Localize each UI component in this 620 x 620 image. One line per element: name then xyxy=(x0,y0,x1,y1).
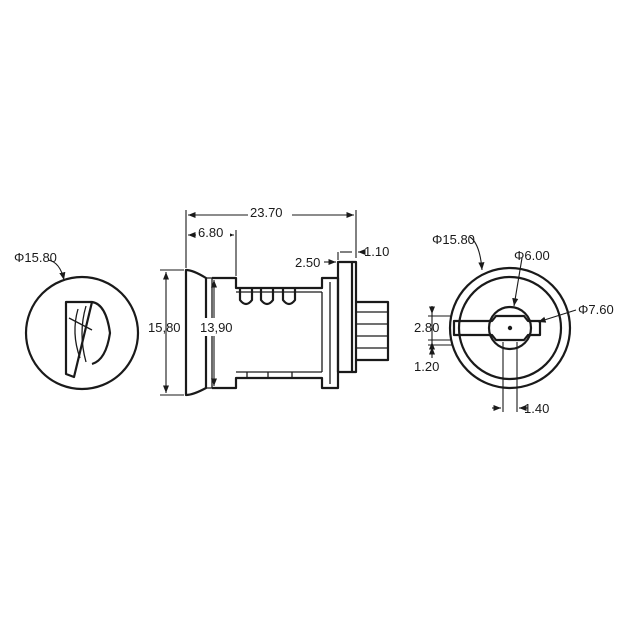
rear-outer-leader xyxy=(469,236,485,271)
rear-center-point xyxy=(507,325,513,331)
cam-plate xyxy=(352,260,358,374)
rear-inner-leader xyxy=(512,257,523,307)
slot-offset-label: 1.20 xyxy=(414,359,439,374)
front-face-circle xyxy=(24,275,140,391)
rear-outer-circle xyxy=(448,266,572,390)
flange xyxy=(336,260,354,374)
rear-inner-circle xyxy=(457,275,563,381)
side-view: 23.70 6.80 2.50 1.10 15,80 13,90 xyxy=(148,204,390,397)
rear-bore-label: Φ7.60 xyxy=(578,302,614,317)
cam-thickness-label: 1.10 xyxy=(364,244,389,259)
front-diameter-label: Φ15.80 xyxy=(14,250,57,265)
slot-width-label: 1.40 xyxy=(524,401,549,416)
head-diameter-label: 15,80 xyxy=(148,320,181,335)
front-diameter-leader xyxy=(47,259,66,281)
rear-bore-leader xyxy=(537,309,577,323)
rear-slot xyxy=(452,314,542,342)
body-diameter-label: 13,90 xyxy=(200,320,233,335)
head-length-label: 6.80 xyxy=(198,225,223,240)
rear-outer-label: Φ15.80 xyxy=(432,232,475,247)
flange-thickness-label: 2.50 xyxy=(295,255,320,270)
front-view: Φ15.80 xyxy=(14,250,140,391)
slot-height-label: 2.80 xyxy=(414,320,439,335)
key-plug xyxy=(64,300,112,379)
overall-length-label: 23.70 xyxy=(250,205,283,220)
rear-shaft-circle xyxy=(487,305,533,351)
head-body xyxy=(184,268,208,397)
rear-inner-label: Φ6.00 xyxy=(514,248,550,263)
rear-view: Φ15.80 Φ6.00 Φ7.60 2.80 1.20 1.40 xyxy=(414,232,614,416)
spline-shaft xyxy=(356,300,390,362)
